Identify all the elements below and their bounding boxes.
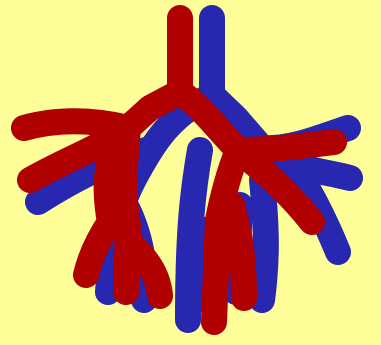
artery-left-inner: [125, 128, 128, 225]
artery-center-foot-2: [232, 205, 244, 298]
vein-right-foot-1: [262, 180, 266, 300]
vein-left-foot-1: [108, 245, 112, 292]
artery-center-foot-1: [214, 220, 218, 322]
